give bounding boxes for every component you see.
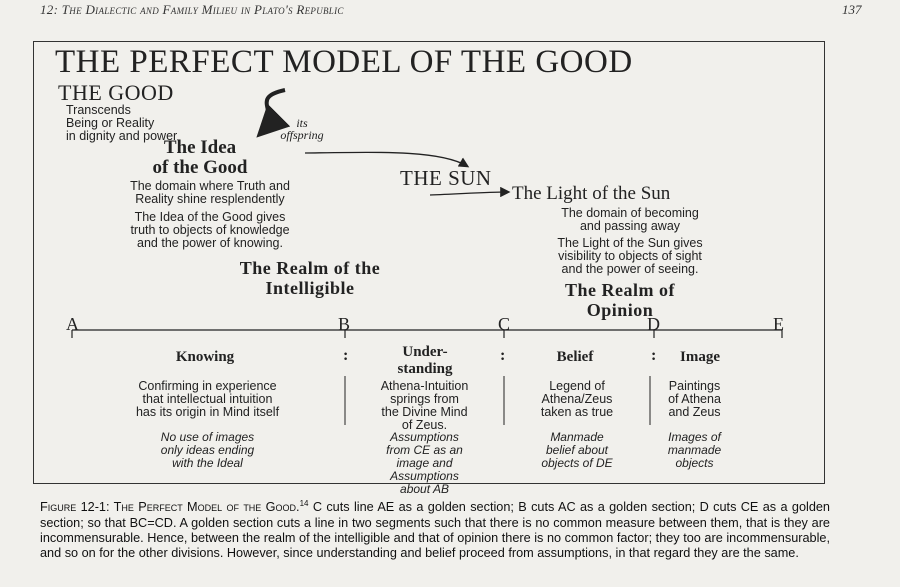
belief-desc-line: Athena/Zeus xyxy=(541,392,613,406)
understanding-label-line: standing xyxy=(397,361,453,377)
understanding-note-line: Assumptions xyxy=(390,430,459,444)
separator-colon: : xyxy=(500,347,506,364)
realm-opinion-line: The Realm of xyxy=(565,280,675,300)
division-note-belief: Manmade belief about objects of DE xyxy=(506,431,648,470)
understanding-desc-line: the Divine Mind xyxy=(381,405,468,419)
the-good-line: in dignity and power xyxy=(66,129,178,143)
separator-colon: : xyxy=(651,347,657,364)
idea-gives-line: truth to objects of knowledge xyxy=(130,223,290,237)
page-number: 137 xyxy=(842,2,862,17)
knowing-note-line: with the Ideal xyxy=(172,456,243,470)
caption-text: C cuts line AE as a golden section; B cu… xyxy=(40,500,830,561)
sun-gives-line: visibility to objects of sight xyxy=(558,249,702,263)
idea-heading-line: of the Good xyxy=(152,157,248,178)
caption-label: Figure 12-1: The Perfect Model of the Go… xyxy=(40,500,300,515)
sun-gives-line: The Light of the Sun gives xyxy=(557,236,703,250)
knowing-desc-line: that intellectual intuition xyxy=(142,392,273,406)
idea-domain-text: The domain where Truth and Reality shine… xyxy=(80,180,340,206)
figure-frame xyxy=(33,41,825,484)
understanding-desc-line: Athena-Intuition xyxy=(380,379,469,393)
knowing-note-line: No use of images xyxy=(160,430,255,444)
division-note-understanding: Assumptions from CE as an image and Assu… xyxy=(347,431,502,496)
sun-domain-line: and passing away xyxy=(579,219,681,233)
the-sun-heading: THE SUN xyxy=(400,166,492,190)
understanding-desc-line: springs from xyxy=(390,392,459,406)
belief-note-line: Manmade xyxy=(550,430,604,444)
knowing-desc-line: has its origin in Mind itself xyxy=(135,405,280,419)
idea-domain-line: The domain where Truth and xyxy=(130,179,290,193)
realm-intelligible-line: The Realm of the xyxy=(239,258,381,278)
division-desc-knowing: Confirming in experience that intellectu… xyxy=(75,380,340,419)
its-offspring-label: its offspring xyxy=(262,117,342,141)
point-D: D xyxy=(647,314,660,334)
understanding-note-line: image and xyxy=(396,456,453,470)
figure-title: THE PERFECT MODEL OF THE GOOD xyxy=(55,44,633,80)
image-desc-line: and Zeus xyxy=(668,405,721,419)
realm-intelligible: The Realm of the Intelligible xyxy=(150,258,470,298)
point-C: C xyxy=(498,314,511,334)
sun-domain-text: The domain of becoming and passing away xyxy=(510,207,750,233)
light-of-sun-heading: The Light of the Sun xyxy=(512,183,671,204)
division-desc-belief: Legend of Athena/Zeus taken as true xyxy=(506,380,648,419)
the-good-description: Transcends Being or Reality in dignity a… xyxy=(66,104,177,143)
the-good-line: Being or Reality xyxy=(66,116,155,130)
understanding-note-line: from CE as an xyxy=(386,443,463,457)
division-note-image: Images of manmade objects xyxy=(652,431,737,470)
idea-gives-text: The Idea of the Good gives truth to obje… xyxy=(80,211,340,250)
understanding-note-line: Assumptions xyxy=(390,469,459,483)
the-good-line: Transcends xyxy=(66,103,131,117)
caption-footnote-ref: 14 xyxy=(299,499,309,508)
image-note-line: Images of xyxy=(668,430,721,444)
idea-gives-line: The Idea of the Good gives xyxy=(134,210,286,224)
realm-intelligible-line: Intelligible xyxy=(265,278,355,298)
image-note-line: objects xyxy=(675,456,714,470)
sun-to-light-arrow xyxy=(429,186,511,198)
understanding-note-line: about AB xyxy=(400,482,449,496)
division-label-image: Image xyxy=(680,349,720,365)
belief-note-line: belief about xyxy=(545,443,609,457)
realm-opinion-line: Opinion xyxy=(586,300,654,320)
image-desc-line: of Athena xyxy=(668,392,721,406)
division-label-understanding: Under- standing xyxy=(370,344,480,378)
the-good-heading: THE GOOD xyxy=(58,80,174,105)
belief-desc-line: Legend of xyxy=(549,379,605,393)
belief-desc-line: taken as true xyxy=(540,405,614,419)
idea-to-sun-arrow xyxy=(304,151,470,168)
point-E: E xyxy=(773,314,784,334)
image-desc-line: Paintings xyxy=(668,379,721,393)
sun-domain-line: The domain of becoming xyxy=(561,206,699,220)
division-desc-understanding: Athena-Intuition springs from the Divine… xyxy=(347,380,502,432)
division-label-knowing: Knowing xyxy=(175,349,235,365)
point-B: B xyxy=(338,314,351,334)
realm-opinion: The Realm of Opinion xyxy=(520,280,720,320)
division-label-belief: Belief xyxy=(556,349,594,365)
figure-caption: Figure 12-1: The Perfect Model of the Go… xyxy=(40,496,830,561)
point-A: A xyxy=(66,314,79,334)
image-note-line: manmade xyxy=(667,443,722,457)
offspring-curved-arrow xyxy=(256,88,291,138)
running-header-title: 12: The Dialectic and Family Milieu in P… xyxy=(40,2,344,17)
idea-heading-line: The Idea xyxy=(163,137,237,158)
offspring-line: its xyxy=(296,116,308,130)
idea-of-good-heading: The Idea of the Good xyxy=(110,138,290,178)
idea-domain-line: Reality shine resplendently xyxy=(135,192,285,206)
offspring-line: offspring xyxy=(280,128,324,142)
division-desc-image: Paintings of Athena and Zeus xyxy=(652,380,737,419)
belief-note-line: objects of DE xyxy=(541,456,613,470)
sun-gives-text: The Light of the Sun gives visibility to… xyxy=(510,237,750,276)
separator-colon: : xyxy=(343,347,349,364)
understanding-label-line: Under- xyxy=(402,344,448,360)
understanding-desc-line: of Zeus. xyxy=(401,418,448,432)
division-note-knowing: No use of images only ideas ending with … xyxy=(75,431,340,470)
knowing-desc-line: Confirming in experience xyxy=(138,379,277,393)
sun-gives-line: and the power of seeing. xyxy=(561,262,699,276)
idea-gives-line: and the power of knowing. xyxy=(137,236,283,250)
knowing-note-line: only ideas ending xyxy=(160,443,255,457)
